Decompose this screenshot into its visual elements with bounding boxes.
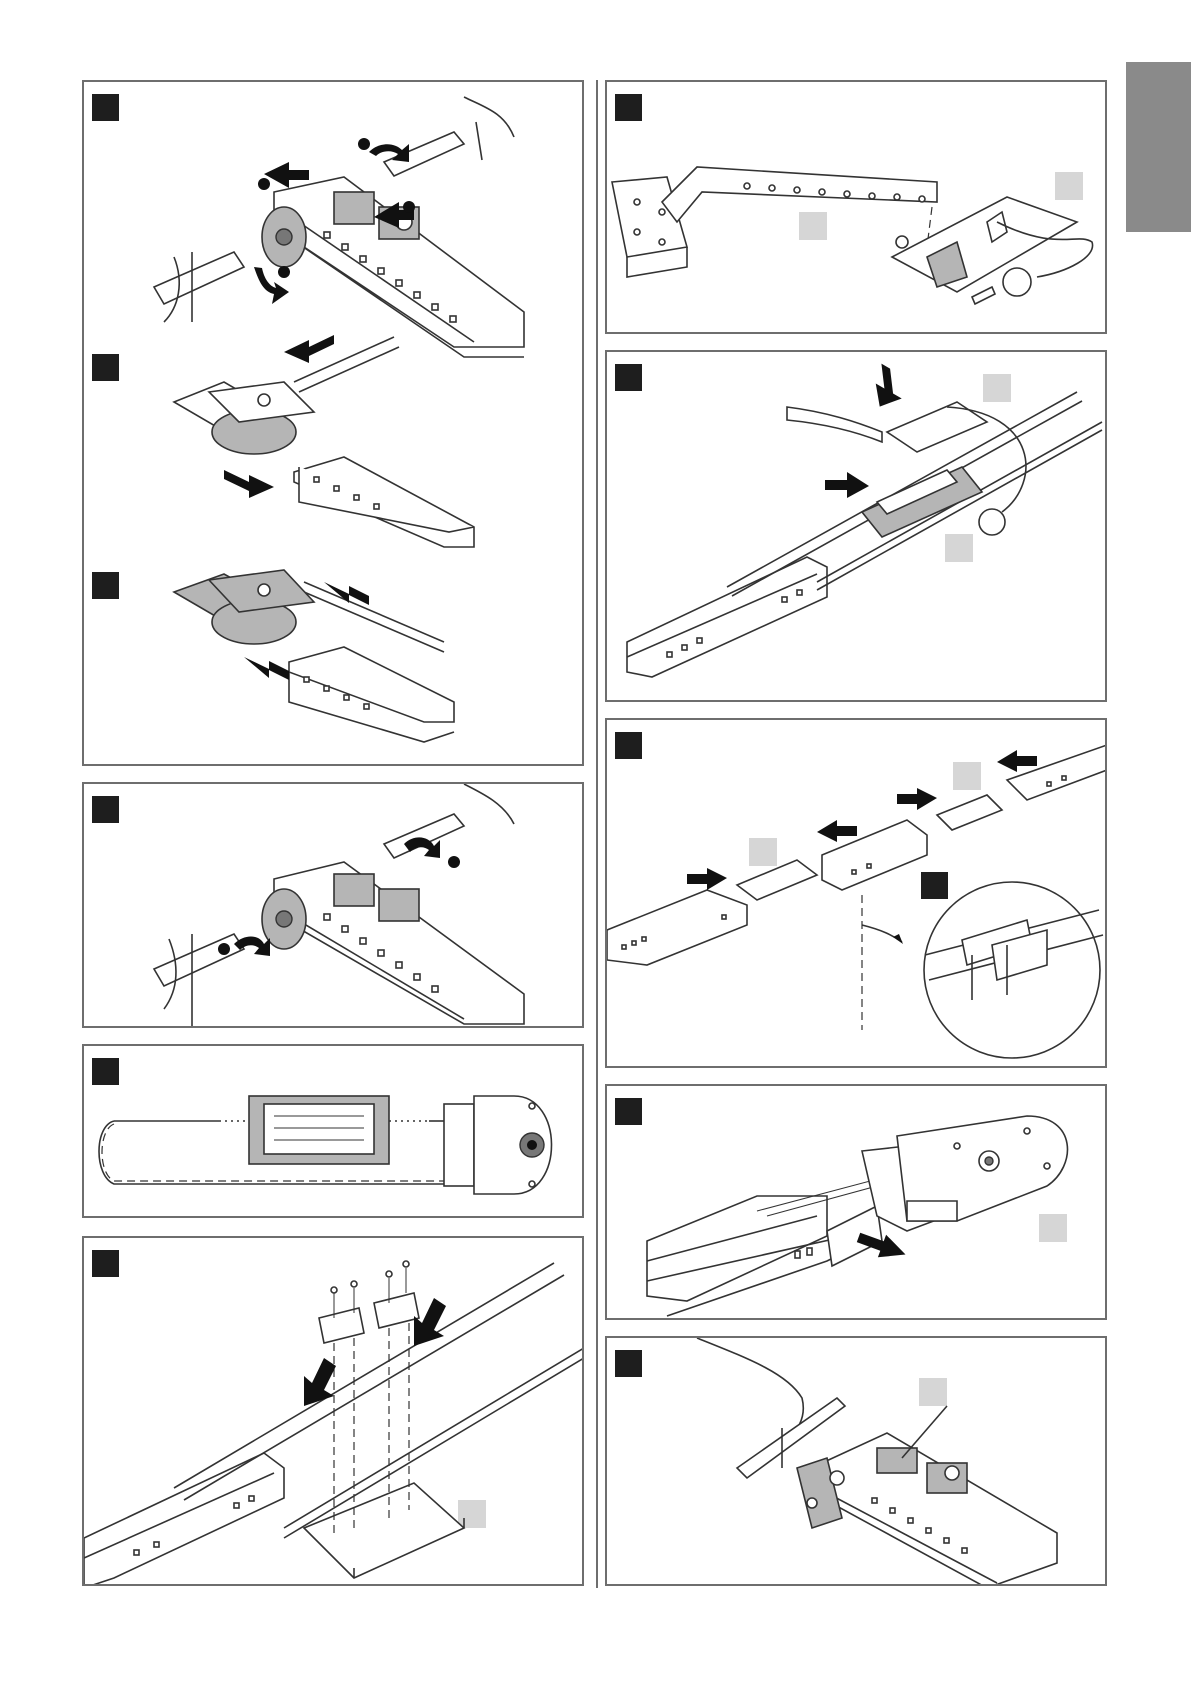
panel-carriage-rail <box>605 350 1107 702</box>
figure-carriage-rail-drawing <box>607 352 1107 702</box>
fig1-rail <box>154 97 524 357</box>
column-divider <box>596 80 598 1588</box>
panel-tightening <box>82 782 584 1028</box>
figure-door-bracket-drawing <box>607 82 1107 334</box>
figure-belt-clamps-drawing <box>84 1238 584 1586</box>
panel-pulley-steps <box>82 80 584 766</box>
panel-belt-tension <box>605 1336 1107 1586</box>
panel-rail-joining <box>605 718 1107 1068</box>
figure-pulley-steps-drawing <box>84 82 584 766</box>
figure-motor-head-drawing <box>607 1086 1107 1320</box>
language-tab <box>1126 62 1191 232</box>
figure-belt-loop-drawing <box>84 1046 584 1218</box>
figure-tightening-drawing <box>84 784 584 1028</box>
figure-rail-joining-drawing <box>607 720 1107 1068</box>
figure-belt-tension-drawing <box>607 1338 1107 1586</box>
panel-motor-head <box>605 1084 1107 1320</box>
panel-belt-clamps <box>82 1236 584 1586</box>
panel-door-bracket <box>605 80 1107 334</box>
fig2-belt-idler <box>174 335 474 547</box>
panel-belt-loop <box>82 1044 584 1218</box>
fig3-belt-fitted <box>174 570 454 742</box>
